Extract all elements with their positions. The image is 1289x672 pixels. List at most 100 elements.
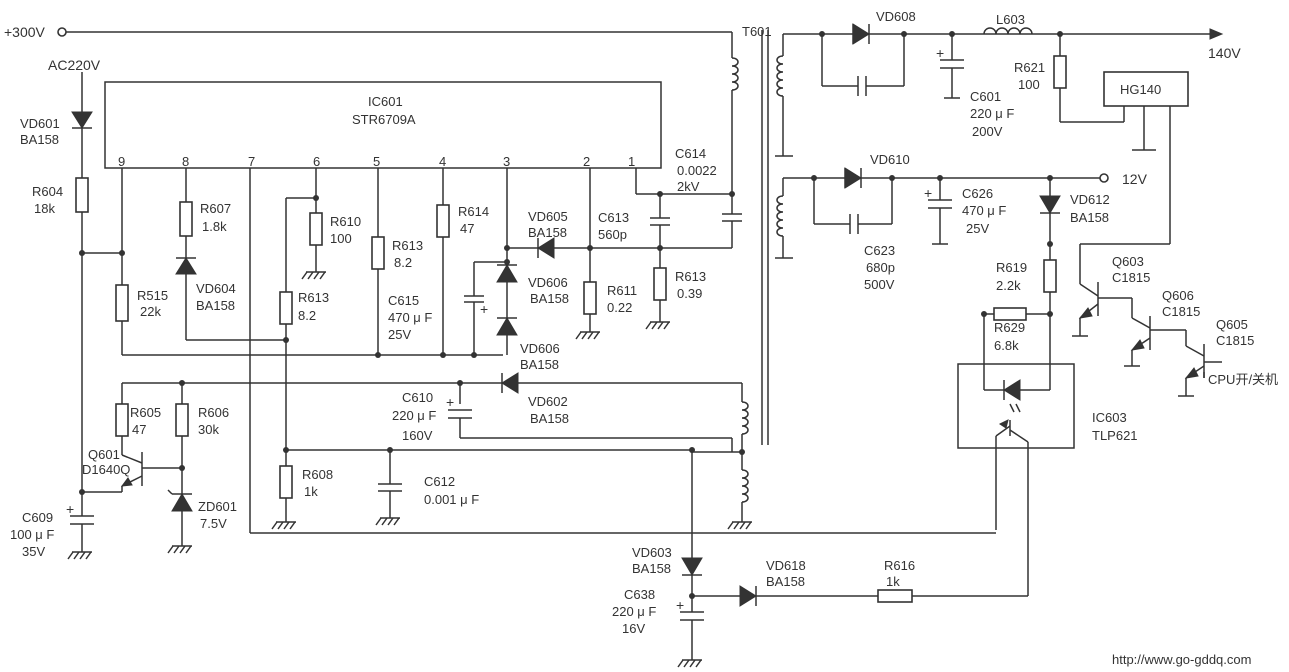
r608-ref: R608	[302, 467, 333, 482]
r607-value: 1.8k	[202, 219, 227, 234]
c623-volt: 500V	[864, 277, 895, 292]
vd603-ref: VD603	[632, 545, 672, 560]
vd601-value: BA158	[20, 132, 59, 147]
q605-ref: Q605	[1216, 317, 1248, 332]
c613-value: 560p	[598, 227, 627, 242]
vd605-ref: VD605	[528, 209, 568, 224]
c601-value: 220 μ F	[970, 106, 1014, 121]
vd605-value: BA158	[528, 225, 567, 240]
r604-ref: R604	[32, 184, 63, 199]
ic601-pin-4: 4	[439, 154, 446, 169]
svg-text:+: +	[924, 185, 932, 201]
c614-value: 0.0022	[677, 163, 717, 178]
r604-resistor	[75, 177, 89, 213]
r616-resistor	[877, 589, 913, 603]
ic601-pin-7: 7	[248, 154, 255, 169]
ic601-pin-3: 3	[503, 154, 510, 169]
ic603-ref: IC603	[1092, 410, 1127, 425]
q601-ref: Q601	[88, 447, 120, 462]
pin4-branch: R614 47	[436, 168, 489, 358]
c626-volt: 25V	[966, 221, 989, 236]
r629-resistor	[993, 307, 1027, 321]
r604-value: 18k	[34, 201, 55, 216]
q603-ref: Q603	[1112, 254, 1144, 269]
ic601-pin-2: 2	[583, 154, 590, 169]
c609-value: 100 μ F	[10, 527, 54, 542]
q606-value: C1815	[1162, 304, 1200, 319]
watermark: http://www.go-gddq.com	[1112, 652, 1251, 667]
vd601-ref: VD601	[20, 116, 60, 131]
r616-value: 1k	[886, 574, 900, 589]
r607-resistor	[179, 201, 193, 237]
svg-text:+: +	[936, 45, 944, 61]
vd603-value: BA158	[632, 561, 671, 576]
vd608-ref: VD608	[876, 9, 916, 24]
r605-value: 47	[132, 422, 146, 437]
r613c-resistor	[653, 267, 667, 301]
r611-resistor	[583, 281, 597, 315]
r611-value: 0.22	[607, 300, 632, 315]
r610-value: 100	[330, 231, 352, 246]
r613a-ref: R613	[298, 290, 329, 305]
c615-ref: C615	[388, 293, 419, 308]
r607-ref: R607	[200, 201, 231, 216]
startup-circuit: R605 47 Q601 D1640Q R606 30k ZD601 7.5V …	[10, 383, 237, 560]
c626-value: 470 μ F	[962, 203, 1006, 218]
svg-text:+: +	[480, 301, 488, 317]
hg140-ref: HG140	[1120, 82, 1161, 97]
cpu-control-transistors: Q603 C1815 Q606 C1815 Q605 C1815 CPU开/关机	[1072, 244, 1278, 397]
r613a-value: 8.2	[298, 308, 316, 323]
vd604-value: BA158	[196, 298, 235, 313]
vd610-ref: VD610	[870, 152, 910, 167]
hg140-box	[1103, 71, 1189, 107]
r614-ref: R614	[458, 204, 489, 219]
r621-resistor	[1053, 55, 1067, 89]
ic601-pin-5: 5	[373, 154, 380, 169]
r613b-ref: R613	[392, 238, 423, 253]
r613a-resistor	[279, 291, 293, 325]
cpu-control-label: CPU开/关机	[1208, 372, 1278, 387]
t601-ref: T601	[742, 24, 772, 39]
ic601-pin-1: 1	[628, 154, 635, 169]
r606-resistor	[175, 403, 189, 437]
q601-value: D1640Q	[82, 462, 130, 477]
r621-value: 100	[1018, 77, 1040, 92]
r608-resistor	[279, 465, 293, 499]
ic601-part: STR6709A	[352, 112, 416, 127]
vd606a-value: BA158	[530, 291, 569, 306]
r614-resistor	[436, 204, 450, 238]
ac220v-label: AC220V	[48, 57, 101, 73]
r616-ref: R616	[884, 558, 915, 573]
r613b-resistor	[371, 236, 385, 270]
ic601-pin-9: 9	[118, 154, 125, 169]
t601-core: T601	[742, 24, 772, 445]
c612-value: 0.001 μ F	[424, 492, 479, 507]
vd606b-value: BA158	[520, 357, 559, 372]
c638-ref: C638	[624, 587, 655, 602]
vd612-ref: VD612	[1070, 192, 1110, 207]
pin9-branch: R515 22k	[115, 168, 503, 356]
svg-text:+: +	[676, 597, 684, 613]
c626-ref: C626	[962, 186, 993, 201]
pin8-branch: R607 1.8k VD604 BA158	[175, 168, 286, 341]
c623-value: 680p	[866, 260, 895, 275]
r515-resistor	[115, 284, 129, 322]
c615-value: 470 μ F	[388, 310, 432, 325]
c613-ref: C613	[598, 210, 629, 225]
r610-resistor	[309, 212, 323, 246]
vd618-value: BA158	[766, 574, 805, 589]
pin2-branch: R611 0.22 C613 560p	[575, 168, 637, 340]
c601-volt: 200V	[972, 124, 1003, 139]
c601-ref: C601	[970, 89, 1001, 104]
svg-text:+: +	[66, 501, 74, 517]
r611-ref: R611	[607, 283, 637, 298]
ic601-pin-6: 6	[313, 154, 320, 169]
ic601: IC601 STR6709A 9 8 7 6 5 4 3 2 1	[104, 81, 662, 169]
c638-volt: 16V	[622, 621, 645, 636]
r610-ref: R610	[330, 214, 361, 229]
r515-ref: R515	[137, 288, 168, 303]
rail-140v-label: 140V	[1208, 45, 1241, 61]
r619-ref: R619	[996, 260, 1027, 275]
c609-ref: C609	[22, 510, 53, 525]
